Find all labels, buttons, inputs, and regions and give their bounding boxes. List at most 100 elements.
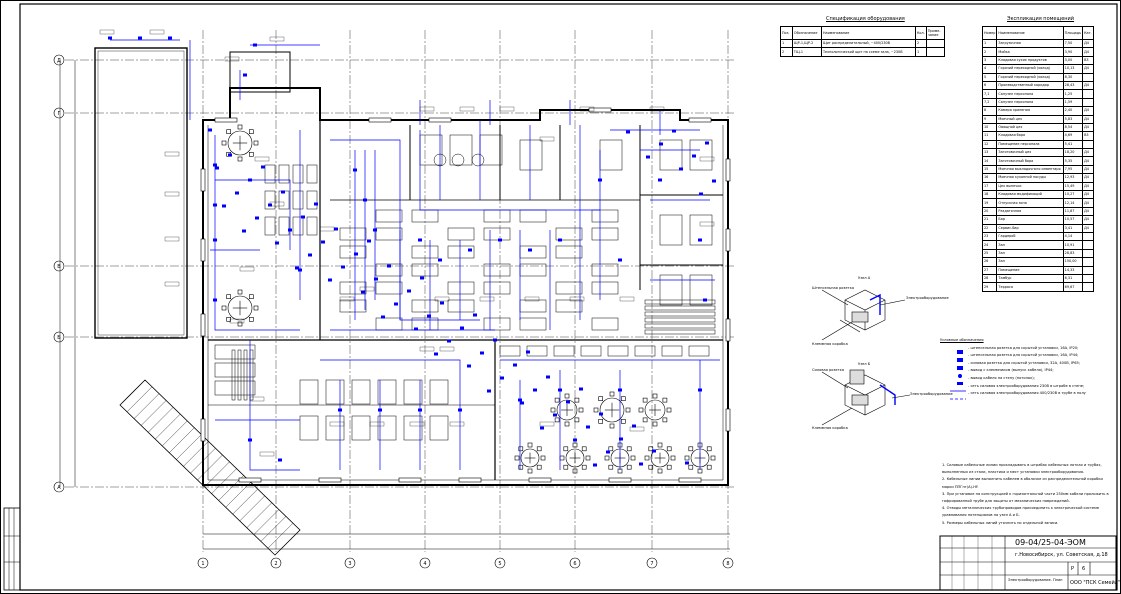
kitchen-unit: [689, 214, 713, 246]
round-table: [565, 448, 585, 468]
ramp-step: [225, 482, 251, 508]
table-cell: 3,00: [1062, 55, 1084, 66]
table-cell: 10,13: [1062, 64, 1084, 74]
kitchen-unit: [479, 134, 503, 166]
kitchen-unit: [483, 263, 511, 277]
outlet: [168, 36, 172, 40]
rect-table: [325, 415, 345, 441]
table-cell: Д4: [1082, 114, 1094, 124]
outlet: [438, 258, 442, 262]
table-cell: 8,30: [1062, 72, 1084, 82]
table-cell: 10: [981, 122, 998, 133]
table-header-cell: Поз.: [780, 26, 793, 40]
table-cell: Зал: [996, 248, 1064, 259]
outlet: [308, 253, 312, 257]
rect-table: [403, 379, 423, 405]
table-cell: Цех выпечки: [996, 181, 1064, 192]
kitchen-unit: [591, 263, 619, 277]
chair: [226, 317, 231, 322]
outlet: [281, 190, 285, 194]
rect-table: [278, 164, 290, 184]
outlet: [278, 458, 282, 462]
outlet: [248, 178, 252, 182]
table-cell: Д4: [1082, 156, 1094, 166]
chair: [536, 464, 542, 470]
table-cell: 69,67: [1062, 282, 1084, 292]
chair: [652, 393, 658, 399]
table-cell: 6: [981, 80, 998, 91]
cable-tag: [164, 191, 180, 197]
outlet: [679, 167, 683, 171]
cable-tag: [699, 156, 715, 162]
bar-counter: [607, 345, 629, 357]
table-cell: 3,41: [1062, 223, 1084, 234]
kitchen-unit: [375, 263, 403, 277]
rect-table: [403, 415, 423, 441]
node-a-sketch: [821, 289, 906, 341]
window: [688, 117, 712, 123]
bar-counter: [580, 345, 602, 357]
outlet: [288, 228, 292, 232]
chair: [554, 417, 560, 423]
chair: [598, 419, 603, 424]
outlet: [418, 408, 422, 412]
chair: [621, 419, 626, 424]
chair: [644, 455, 650, 461]
chair: [642, 397, 648, 403]
table-cell: 7,1: [981, 89, 998, 99]
table-cell: 5: [981, 72, 998, 82]
table-cell: [1082, 72, 1094, 82]
outlet: [427, 314, 431, 318]
shelf: [231, 349, 236, 401]
counter: [644, 323, 716, 329]
outlet: [295, 266, 299, 270]
table-cell: 7,95: [1062, 164, 1084, 175]
outlet: [222, 204, 226, 208]
bar-counter: [634, 345, 656, 357]
rect-table: [351, 379, 371, 405]
chair: [559, 455, 565, 461]
chair: [578, 407, 584, 413]
note-line: гофрированной трубе для защиты от механи…: [942, 499, 1070, 504]
ramp-step: [197, 454, 223, 481]
outlet: [338, 408, 342, 412]
chair: [598, 396, 603, 401]
table-cell: Д4: [1082, 122, 1094, 133]
chair: [626, 464, 632, 470]
window: [725, 228, 731, 252]
chair: [536, 446, 542, 452]
chair: [609, 391, 615, 397]
chair: [706, 464, 712, 470]
table-cell: 12: [981, 139, 998, 150]
chair: [249, 129, 254, 134]
table-cell: 2: [914, 38, 927, 49]
table-cell: Санузел персонала: [996, 89, 1064, 99]
table-cell: 18: [981, 190, 998, 200]
table-cell: 5,41: [1062, 139, 1084, 150]
grid-bubble-row: [53, 54, 65, 66]
table-cell: Овощной цех: [996, 122, 1064, 133]
window: [368, 117, 392, 123]
table-cell: 11,87: [1062, 206, 1084, 217]
chair: [564, 421, 570, 427]
cable-tag: [269, 36, 285, 42]
address: г.Новосибирск, ул. Советская, д.18: [1015, 552, 1108, 558]
outlet: [353, 168, 357, 172]
bar-counter: [661, 345, 683, 357]
outlet: [672, 129, 676, 133]
kitchen-unit: [483, 317, 511, 331]
rect-table: [292, 190, 304, 210]
table-cell: Гардероб: [996, 231, 1064, 242]
chair: [572, 442, 578, 448]
cable-tag: [224, 56, 240, 62]
